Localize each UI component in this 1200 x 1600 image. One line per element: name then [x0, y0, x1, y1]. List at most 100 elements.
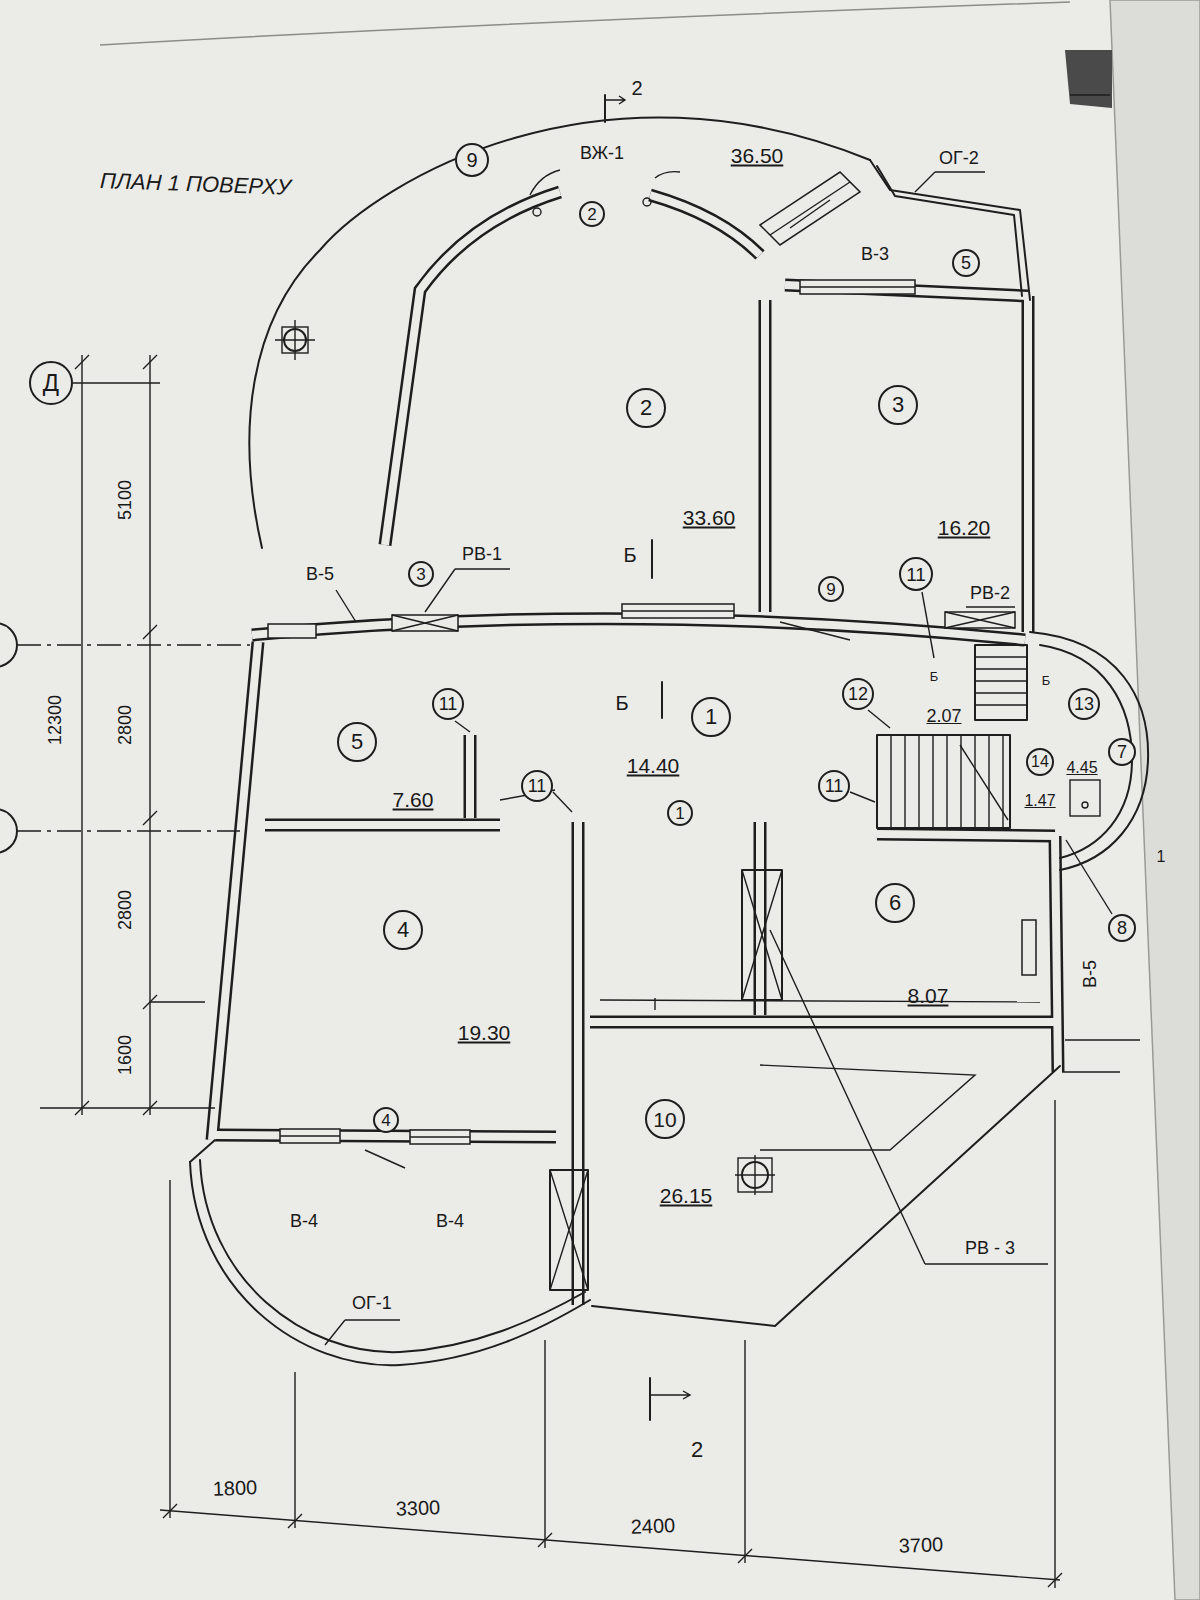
- room-number: 4: [381, 1112, 390, 1129]
- room-number: 2: [587, 206, 596, 223]
- room-number-circle: 11: [432, 688, 464, 720]
- terrace-fence: [190, 1162, 590, 1365]
- mark-label: В-5: [1081, 960, 1099, 988]
- section-arrow: [605, 96, 625, 104]
- terrace-fence: [200, 1160, 585, 1352]
- wall: [464, 735, 477, 818]
- vent-grille: [945, 612, 1015, 628]
- room-number-circle: 7: [1108, 738, 1136, 766]
- room-area: 1.47: [1024, 793, 1055, 809]
- room-number-circle: 1: [667, 800, 693, 826]
- mark-label: Б: [623, 545, 636, 565]
- wall: [590, 1016, 1060, 1029]
- room-number-circle: 11: [899, 557, 933, 591]
- staircase: [877, 735, 1010, 828]
- windows: [268, 172, 1036, 1144]
- vent-grille: [392, 615, 458, 631]
- room-number-circle: 12: [842, 678, 874, 710]
- extension-line: [170, 1100, 1055, 1588]
- window: [1022, 920, 1036, 975]
- section-mark: [661, 682, 663, 718]
- section-mark: [649, 1378, 651, 1420]
- room-number: 11: [825, 777, 844, 795]
- room-number-circle: 2: [626, 388, 666, 428]
- room-number: 5: [961, 254, 971, 272]
- window: [280, 1129, 340, 1143]
- leader-line: [770, 930, 1048, 1264]
- drain: [1082, 802, 1088, 808]
- room-area: 4.45: [1066, 760, 1097, 776]
- mark-label: Б: [1042, 674, 1051, 687]
- dimension-value: 1800: [212, 1477, 257, 1499]
- wall-core: [466, 735, 474, 818]
- outer-contour: [249, 117, 870, 548]
- room-number: 11: [528, 777, 547, 795]
- room-number-circle: Д: [29, 361, 73, 405]
- leader-line: [868, 710, 890, 728]
- dimension-value: 3300: [395, 1497, 440, 1519]
- vent-grille-cross: [945, 612, 1015, 628]
- dimension-line: [82, 355, 150, 1115]
- dimension-value: 2800: [116, 705, 134, 745]
- dimension-value: 2800: [116, 890, 134, 930]
- room-area: 7.60: [393, 789, 434, 810]
- leader-line: [1066, 840, 1112, 914]
- window: [800, 280, 915, 294]
- mark-label: Б: [930, 670, 939, 683]
- room-number-circle: 4: [383, 910, 423, 950]
- wall-core: [574, 822, 582, 1305]
- room-number-circle: 5: [337, 722, 377, 762]
- vent-grille-cross: [392, 615, 458, 631]
- leader-line: [425, 569, 510, 612]
- axis-line: [17, 645, 250, 831]
- wall-core: [385, 192, 560, 545]
- door-swing: [530, 170, 680, 195]
- room-area: 19.30: [458, 1022, 511, 1043]
- balcony-fence: [877, 166, 1022, 296]
- window-glass: [280, 1135, 340, 1136]
- wall-core: [252, 619, 1025, 640]
- walls: [212, 192, 1060, 1305]
- leader-line: [850, 792, 875, 802]
- room-number-circle: 9: [818, 576, 844, 602]
- room-area: 14.40: [627, 755, 680, 776]
- leader-line: [922, 592, 934, 658]
- window-glass: [410, 1136, 470, 1137]
- section-arrow: [650, 1391, 690, 1399]
- dimension-value: 2400: [630, 1515, 675, 1537]
- mark-label: 1: [1157, 849, 1166, 865]
- wall-core: [590, 1018, 1060, 1026]
- section-mark: [604, 95, 606, 122]
- room-contour: [592, 1066, 1060, 1326]
- room-number: 11: [906, 565, 926, 584]
- room-number: 14: [1031, 754, 1049, 770]
- room-number-circle: 4: [373, 1107, 399, 1133]
- dimension-value: 5100: [116, 480, 134, 520]
- staircase: [975, 645, 1027, 720]
- room-number-circle: 13: [1068, 688, 1100, 720]
- balcony-fence: [870, 160, 1030, 300]
- window: [622, 604, 734, 618]
- room-number: 12: [848, 685, 868, 703]
- wall-core: [215, 1135, 556, 1137]
- room-number-circle: 3: [878, 385, 918, 425]
- mark-label: В-3: [861, 245, 889, 263]
- leader-line: [455, 721, 470, 732]
- room-number-circle: 10: [645, 1099, 685, 1139]
- wall-core: [212, 642, 258, 1140]
- room-area: 16.20: [938, 517, 991, 538]
- mark-label: В-5: [306, 565, 334, 583]
- room-number: 10: [653, 1109, 676, 1130]
- room-number: 3: [416, 566, 425, 583]
- mark-label: ОГ-2: [939, 149, 979, 167]
- mark-label: РВ-1: [462, 545, 502, 563]
- room-number: 3: [892, 394, 904, 416]
- leader-line: [336, 590, 356, 622]
- wall-core: [265, 821, 500, 829]
- room-number: 11: [439, 695, 458, 713]
- section-mark: [651, 540, 653, 578]
- wall-line: [190, 1140, 215, 1162]
- room-number: 9: [826, 581, 835, 598]
- wall: [385, 192, 560, 545]
